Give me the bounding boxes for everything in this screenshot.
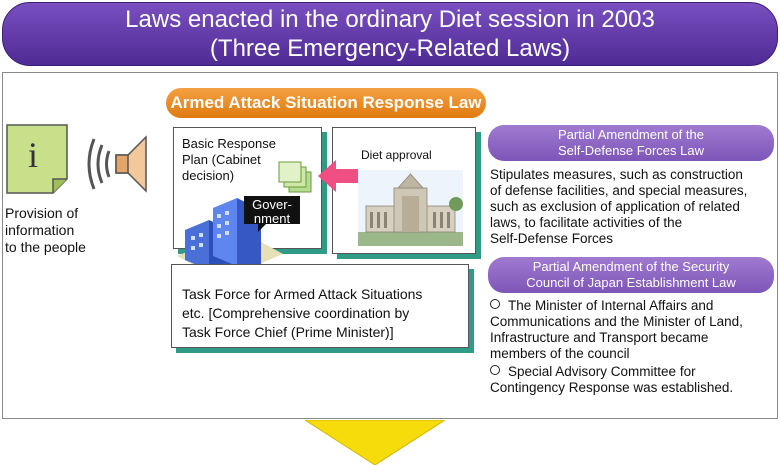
down-arrow-icon [305,420,445,465]
sdf-law-heading: Partial Amendment of the Self-Defense Fo… [488,125,774,161]
title-line-1: Laws enacted in the ordinary Diet sessio… [125,6,655,33]
svg-text:i: i [28,135,38,175]
diet-building-icon [358,170,463,246]
task-force-card: Task Force for Armed Attack Situations e… [171,264,469,348]
government-label: Gover- nment [252,197,292,226]
diet-approval-label: Diet approval [361,148,432,162]
diet-approval-arrow-icon [318,160,358,192]
title-banner: Laws enacted in the ordinary Diet sessio… [2,2,778,66]
documents-icon [278,161,312,193]
information-icon: i [6,124,68,194]
sdf-law-description: Stipulates measures, such as constructio… [490,167,748,246]
speaker-icon [87,135,147,193]
council-item-2: Special Advisory Committee for Contingen… [490,364,734,395]
security-council-law-description: The Minister of Internal Affairs and Com… [490,298,774,398]
bullet-circle-icon [490,365,500,375]
government-speech-bubble [244,196,300,232]
council-item-1: The Minister of Internal Affairs and Com… [490,298,743,361]
task-force-text: Task Force for Armed Attack Situations e… [182,286,423,340]
security-council-law-heading: Partial Amendment of the Security Counci… [488,257,774,293]
armed-attack-law-badge: Armed Attack Situation Response Law [166,88,486,118]
title-line-2: (Three Emergency-Related Laws) [209,35,571,62]
provision-text: Provision of information to the people [5,205,86,255]
basic-response-plan-text: Basic Response Plan (Cabinet decision) [182,136,276,183]
bullet-circle-icon [490,299,500,309]
